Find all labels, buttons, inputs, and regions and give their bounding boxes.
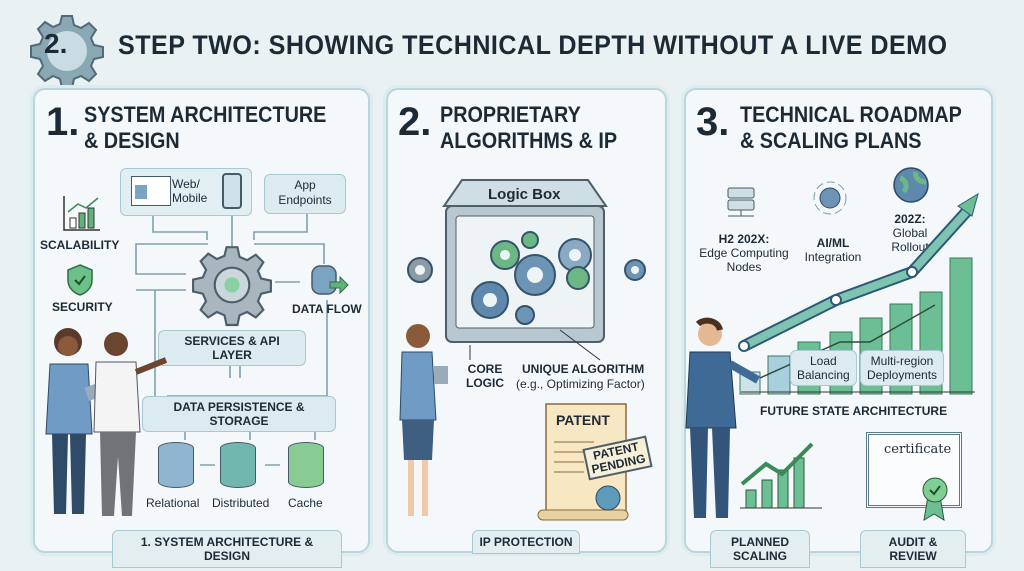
- db-label-relational: Relational: [146, 496, 200, 510]
- milestone-edge: H2 202X: Edge Computing Nodes: [694, 232, 794, 274]
- certificate-seal-icon: [922, 477, 948, 521]
- panel-title-line2: & DESIGN: [84, 128, 180, 153]
- certificate-label: certificate: [884, 442, 952, 457]
- page-title: STEP TWO: SHOWING TECHNICAL DEPTH WITHOU…: [118, 30, 948, 60]
- browser-icon: [131, 176, 171, 206]
- db-label-distributed: Distributed: [212, 496, 270, 510]
- unique-algorithm-label: UNIQUE ALGORITHM: [522, 362, 645, 376]
- relational-db-icon: [158, 442, 194, 488]
- panel-title-line2: ALGORITHMS & IP: [440, 128, 618, 153]
- panel-title: TECHNICAL ROADMAP & SCALING PLANS: [740, 102, 962, 154]
- brain-icon: [813, 181, 847, 215]
- cache-db-icon: [288, 442, 324, 488]
- step-number: 2.: [44, 28, 68, 59]
- woman-illustration: [399, 324, 448, 516]
- panel-title: PROPRIETARY ALGORITHMS & IP: [440, 102, 617, 154]
- security-label: SECURITY: [52, 300, 113, 314]
- panel-footer-right: AUDIT & REVIEW: [860, 530, 966, 568]
- milestone-text: Integration: [804, 250, 862, 264]
- scalability-label: SCALABILITY: [40, 238, 120, 252]
- milestone-aiml: AI/ML Integration: [800, 236, 866, 264]
- panel-title-line1: TECHNICAL ROADMAP: [740, 102, 962, 127]
- gears-icon: [407, 231, 646, 325]
- panel-number: 2.: [398, 100, 432, 144]
- web-mobile-label: Web/ Mobile: [172, 177, 208, 205]
- panel-title-line1: PROPRIETARY: [440, 102, 581, 127]
- app-endpoints-box: App Endpoints: [264, 174, 346, 214]
- panel-title-line2: & SCALING PLANS: [740, 128, 922, 153]
- distributed-db-icon: [220, 442, 256, 488]
- milestone-text: Edge Computing Nodes: [699, 246, 789, 274]
- people-illustration: [45, 328, 168, 516]
- unique-algorithm-example: (e.g., Optimizing Factor): [516, 377, 645, 391]
- milestone-title: AI/ML: [816, 236, 850, 250]
- panel-number: 3.: [696, 100, 730, 144]
- patent-title: PATENT: [556, 412, 610, 428]
- scaling-chart-icon: [740, 442, 822, 509]
- core-logic-label: CORE LOGIC: [466, 362, 504, 390]
- globe-icon: [893, 167, 929, 203]
- logic-box-label: Logic Box: [488, 186, 561, 203]
- milestone-text: Global Rollout: [891, 226, 929, 254]
- man-illustration: [685, 317, 760, 518]
- data-persistence-storage: DATA PERSISTENCE & STORAGE: [142, 396, 336, 432]
- panel-title: SYSTEM ARCHITECTURE & DESIGN: [84, 102, 326, 154]
- services-api-layer: SERVICES & API LAYER: [158, 330, 306, 366]
- load-balancing-chip: Load Balancing: [790, 350, 857, 386]
- chart-growth-icon: [63, 196, 100, 231]
- db-label-cache: Cache: [288, 496, 323, 510]
- panel-title-line1: SYSTEM ARCHITECTURE: [84, 102, 327, 127]
- services-gear-icon: [192, 246, 272, 327]
- database-arrow-icon: [311, 265, 349, 295]
- future-state-label: FUTURE STATE ARCHITECTURE: [760, 404, 948, 418]
- multi-region-chip: Multi-region Deployments: [860, 350, 945, 386]
- panel-footer-left: PLANNED SCALING: [710, 530, 810, 568]
- server-icon: [727, 187, 755, 217]
- shield-icon: [67, 264, 93, 296]
- panel-number: 1.: [46, 100, 80, 144]
- panel-footer: IP PROTECTION: [472, 530, 580, 554]
- milestone-global: 202Z: Global Rollout: [880, 212, 940, 254]
- phone-icon: [222, 173, 242, 209]
- milestone-title: H2 202X:: [718, 232, 770, 246]
- milestone-title: 202Z:: [894, 212, 926, 226]
- panel-footer: 1. SYSTEM ARCHITECTURE & DESIGN: [112, 530, 342, 568]
- data-flow-label: DATA FLOW: [292, 302, 362, 316]
